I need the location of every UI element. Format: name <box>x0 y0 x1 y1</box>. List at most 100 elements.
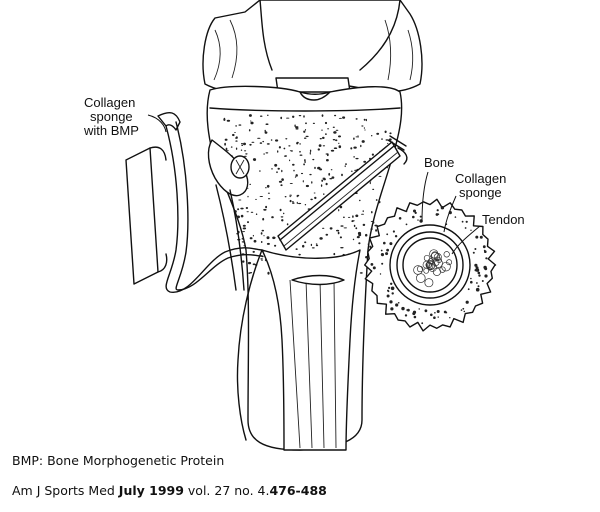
stipple-dot <box>358 242 361 245</box>
stipple-dot <box>267 114 269 117</box>
stipple-dot <box>371 211 373 214</box>
stipple-dot <box>249 237 253 240</box>
stipple-dot <box>305 184 309 188</box>
bone-dot <box>476 282 478 284</box>
stipple-dot <box>235 125 237 127</box>
bone-dot <box>386 248 389 252</box>
stipple-dot <box>322 145 326 147</box>
stipple-dot <box>223 118 226 122</box>
stipple-dot <box>289 199 292 203</box>
stipple-dot <box>341 173 343 177</box>
stipple-dot <box>265 187 267 189</box>
bone-dot <box>389 242 393 246</box>
stipple-dot <box>381 138 383 140</box>
citation-pages: 476-488 <box>269 483 327 498</box>
bone-dot <box>449 317 451 319</box>
tendon-fiber <box>430 252 440 262</box>
stipple-dot <box>339 236 342 239</box>
bone-dot <box>386 233 389 236</box>
bone-dot <box>414 211 417 214</box>
stipple-dot <box>259 115 263 117</box>
stipple-dot <box>226 119 231 122</box>
bone-dot <box>481 280 484 282</box>
tendon-fiber <box>426 262 434 270</box>
stipple-dot <box>278 146 281 149</box>
stipple-dot <box>360 213 365 215</box>
stipple-dot <box>312 122 315 124</box>
bone-dot <box>465 300 469 304</box>
stipple-dot <box>309 173 312 176</box>
stipple-dot <box>375 199 378 201</box>
stipple-dot <box>295 128 299 130</box>
bone-dot <box>460 309 463 311</box>
stipple-dot <box>355 118 358 120</box>
tendon-fiber <box>422 260 431 269</box>
bone-dot <box>475 235 479 239</box>
tendon-fiber <box>443 251 450 258</box>
stipple-dot <box>335 129 339 131</box>
stipple-dot <box>298 253 301 256</box>
stipple-dot <box>317 166 321 170</box>
bone-dot <box>418 308 420 310</box>
stipple-dot <box>281 178 284 181</box>
stipple-dot <box>283 147 286 150</box>
stipple-dot <box>355 157 359 160</box>
bone-dot <box>475 287 480 292</box>
stipple-dot <box>294 176 297 178</box>
bone-dot <box>435 213 439 216</box>
stipple-dot <box>369 245 372 248</box>
stipple-dot <box>263 208 267 211</box>
stipple-dot <box>247 261 252 265</box>
label-bone: Bone <box>424 155 454 170</box>
stipple-dot <box>337 231 340 235</box>
stipple-dot <box>311 181 313 184</box>
stipple-dot <box>272 236 276 240</box>
stipple-dot <box>251 141 255 143</box>
stipple-dot <box>355 227 358 230</box>
tendon-graft <box>236 249 361 451</box>
stipple-dot <box>232 133 235 137</box>
stipple-dot <box>365 256 369 259</box>
stipple-dot <box>271 168 273 170</box>
stipple-dot <box>296 142 299 145</box>
bone-dot <box>465 220 468 223</box>
stipple-dot <box>286 223 289 226</box>
stipple-dot <box>303 130 306 133</box>
citation-volume: vol. 27 no. 4. <box>183 483 270 498</box>
bone-dot <box>462 307 465 310</box>
bone-dot <box>405 223 408 226</box>
stipple-dot <box>378 175 382 177</box>
stipple-dot <box>343 227 347 229</box>
stipple-dot <box>230 146 233 148</box>
stipple-dot <box>247 195 249 198</box>
stipple-dot <box>355 214 359 218</box>
stipple-dot <box>325 153 329 155</box>
bone-dot <box>383 241 386 245</box>
stipple-dot <box>289 194 292 196</box>
stipple-dot <box>259 170 261 172</box>
stipple-dot <box>332 126 335 128</box>
fibula <box>207 139 250 291</box>
stipple-dot <box>299 154 303 156</box>
stipple-dot <box>371 135 373 137</box>
stipple-dot <box>243 142 246 146</box>
bone-dot <box>484 274 488 278</box>
stipple-dot <box>250 211 254 213</box>
stipple-dot <box>248 272 251 274</box>
bone-dot <box>437 316 439 318</box>
stipple-dot <box>322 136 325 139</box>
tendon-fiber <box>413 265 423 275</box>
stipple-dot <box>241 241 245 243</box>
stipple-dot <box>305 122 307 125</box>
stipple-dot <box>333 131 337 134</box>
bone-dot <box>412 215 415 219</box>
stipple-dot <box>387 142 389 144</box>
stipple-dot <box>241 144 244 146</box>
stipple-dot <box>295 248 298 251</box>
stipple-dot <box>359 199 361 202</box>
stipple-dot <box>304 241 307 244</box>
tendon-fiber <box>425 261 432 269</box>
stipple-dot <box>365 233 368 237</box>
stipple-dot <box>321 179 324 182</box>
